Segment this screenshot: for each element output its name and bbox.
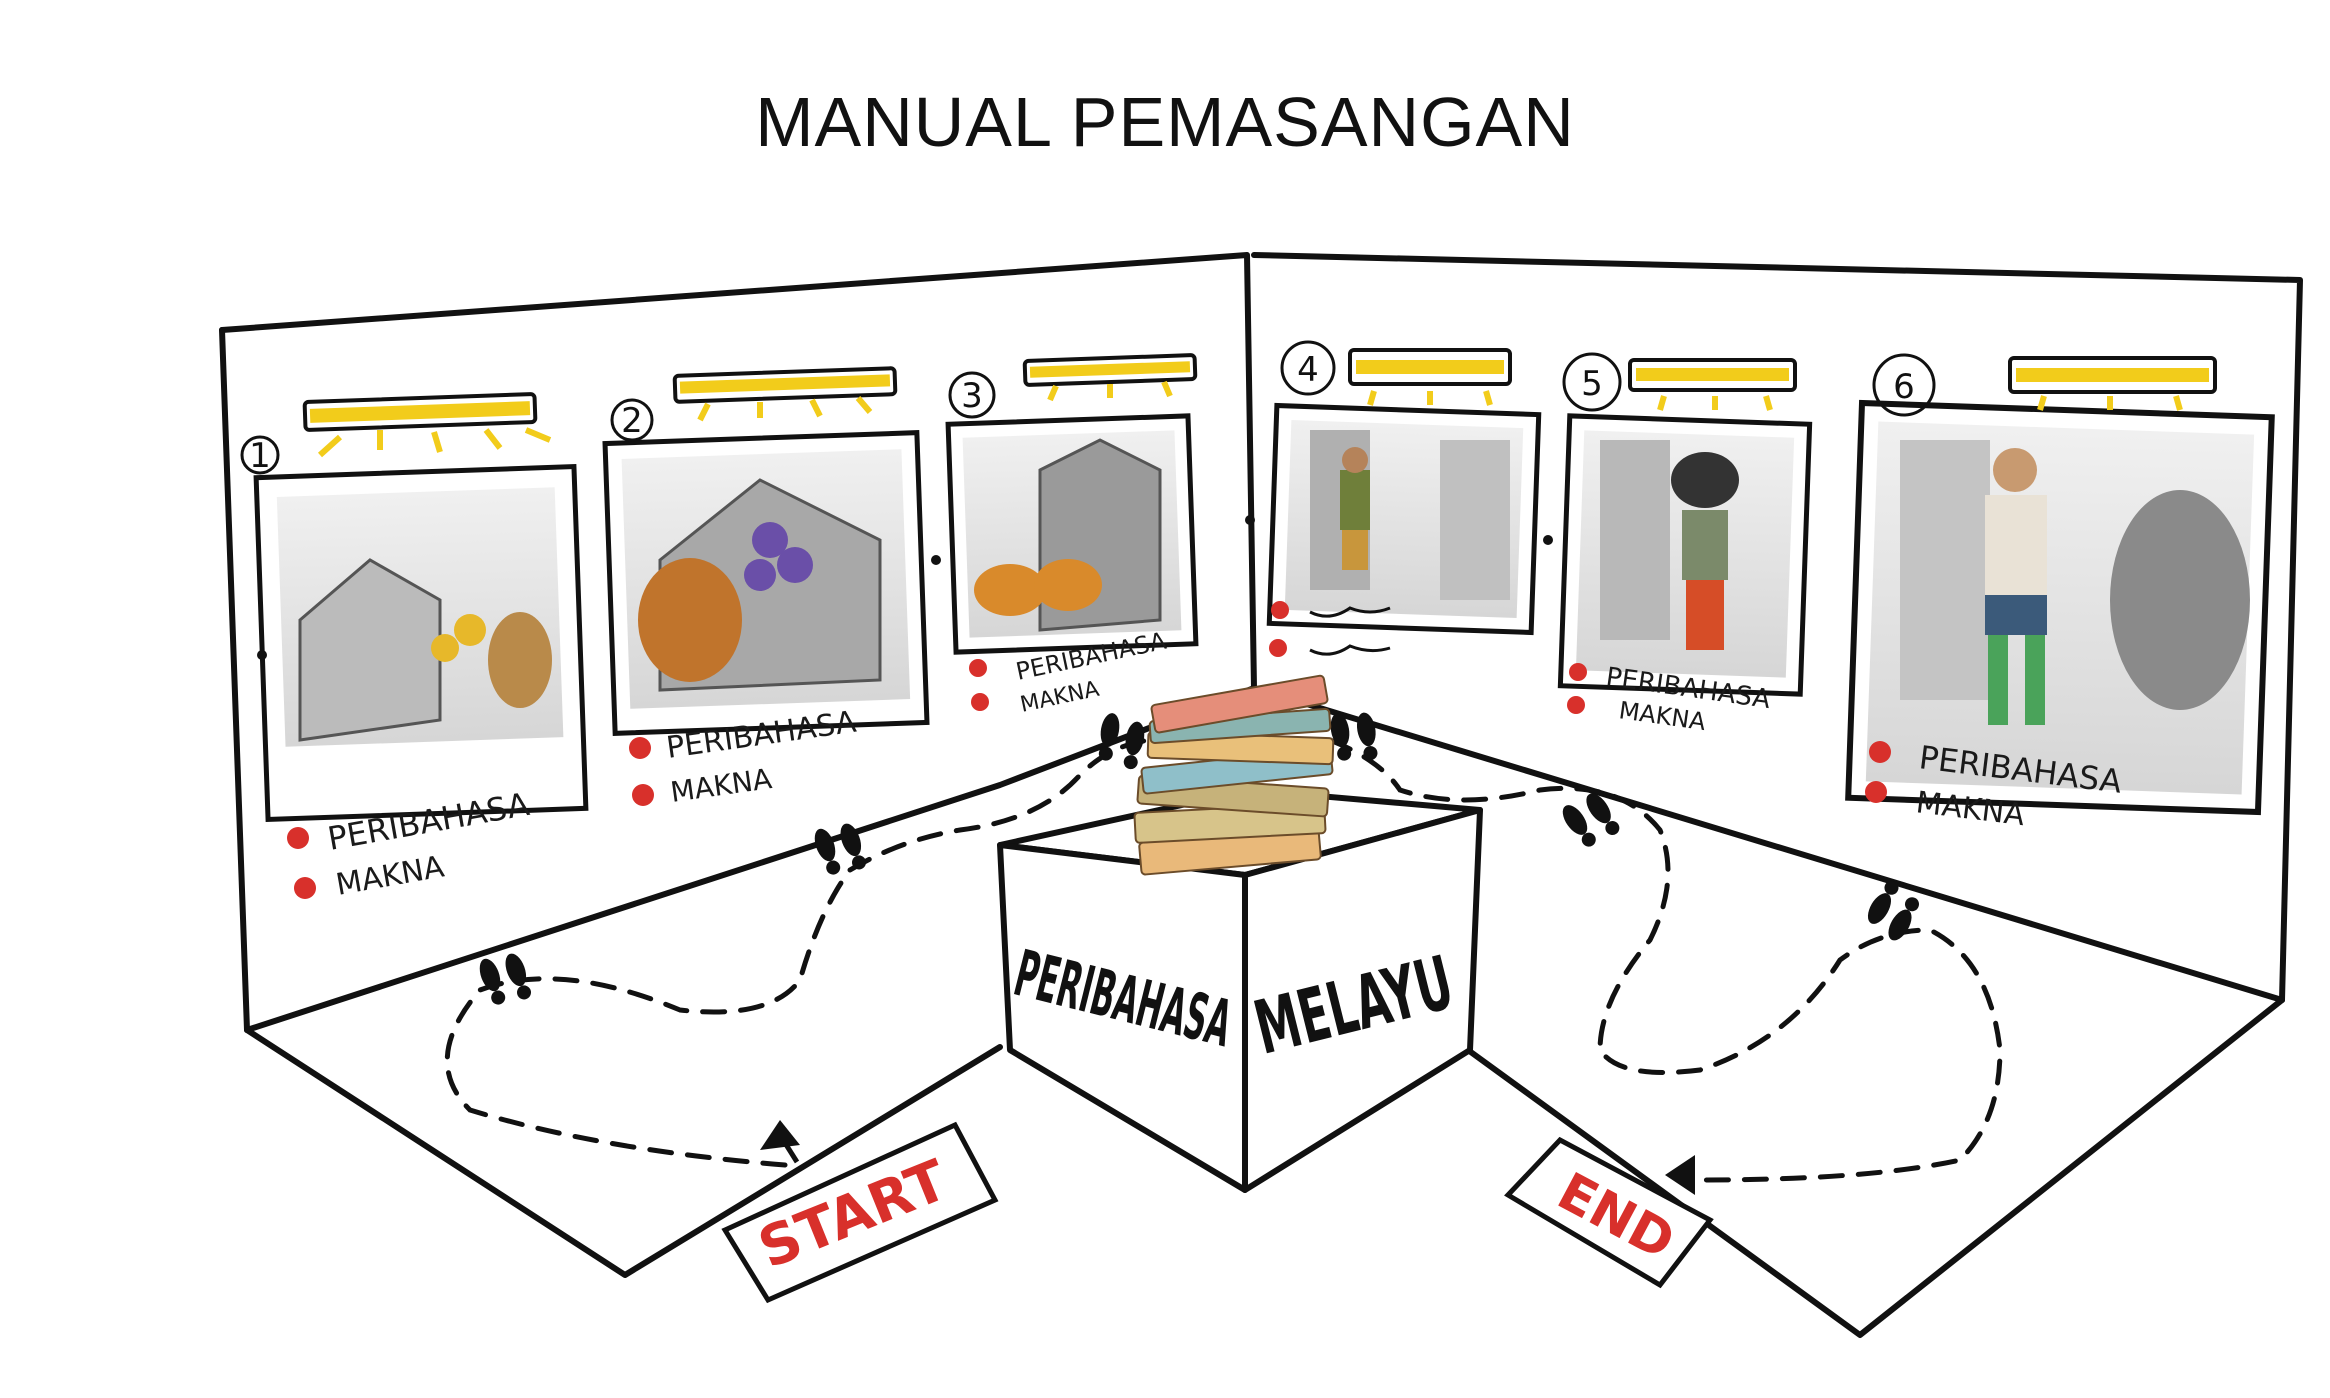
exhibit-1 xyxy=(253,463,589,823)
bullet-icon xyxy=(287,827,309,849)
exhibit-number-badge: 2 xyxy=(610,398,654,442)
exhibit-numbers: 1 2 3 4 5 6 xyxy=(240,340,1936,476)
bullet-icon xyxy=(971,693,989,711)
arrow-icon xyxy=(760,1120,800,1164)
exhibit-label-makna: MAKNA xyxy=(333,849,447,902)
exhibit-number: 2 xyxy=(621,401,643,441)
exhibit-6 xyxy=(1845,399,2275,816)
display-cube: PERIBAHASA MELAYU xyxy=(997,787,1483,1193)
end-sign: END xyxy=(1504,1136,1714,1289)
start-sign: START xyxy=(721,1121,999,1304)
exhibit-number: 5 xyxy=(1581,364,1603,404)
exhibit-3 xyxy=(931,413,1199,655)
light-bar-icon xyxy=(2008,356,2217,411)
footprint-icon xyxy=(810,820,870,878)
visitor-path xyxy=(444,737,2003,1183)
bullet-icon xyxy=(1567,696,1585,714)
light-bar-icon xyxy=(302,392,552,458)
exhibit-number-badge: 1 xyxy=(240,435,280,476)
light-bar-icon xyxy=(1348,348,1512,406)
exhibit-number-badge: 4 xyxy=(1280,340,1336,396)
bullet-icon xyxy=(1569,663,1587,681)
exhibit-5 xyxy=(1543,413,1813,697)
exhibit-label-makna: MAKNA xyxy=(668,762,773,809)
bullet-icon xyxy=(629,737,651,759)
bullet-icon xyxy=(1269,639,1287,657)
page-title: MANUAL PEMASANGAN xyxy=(755,83,1575,161)
arrow-icon xyxy=(1665,1155,1695,1195)
exhibit-2 xyxy=(602,430,930,736)
light-bar-icon xyxy=(672,366,898,422)
exhibit-number: 3 xyxy=(961,376,983,416)
exhibit-number: 1 xyxy=(249,436,271,476)
bullet-icon xyxy=(632,784,654,806)
exhibit-number-badge: 3 xyxy=(948,371,996,419)
light-bar-icon xyxy=(1628,358,1797,411)
exhibit-number-badge: 5 xyxy=(1562,352,1622,412)
exhibit-4 xyxy=(1245,402,1542,636)
bullet-icon xyxy=(1865,781,1887,803)
bullet-icon xyxy=(1271,601,1289,619)
light-bar-icon xyxy=(1022,353,1198,402)
exhibit-number: 4 xyxy=(1297,350,1319,390)
bullet-icon xyxy=(294,877,316,899)
bullet-icon xyxy=(969,659,987,677)
stacked-books-icon xyxy=(1133,674,1335,876)
bullet-icon xyxy=(1869,741,1891,763)
exhibit-number: 6 xyxy=(1893,367,1915,407)
light-bars xyxy=(302,348,2217,458)
exhibit-number-badge: 6 xyxy=(1872,353,1936,417)
